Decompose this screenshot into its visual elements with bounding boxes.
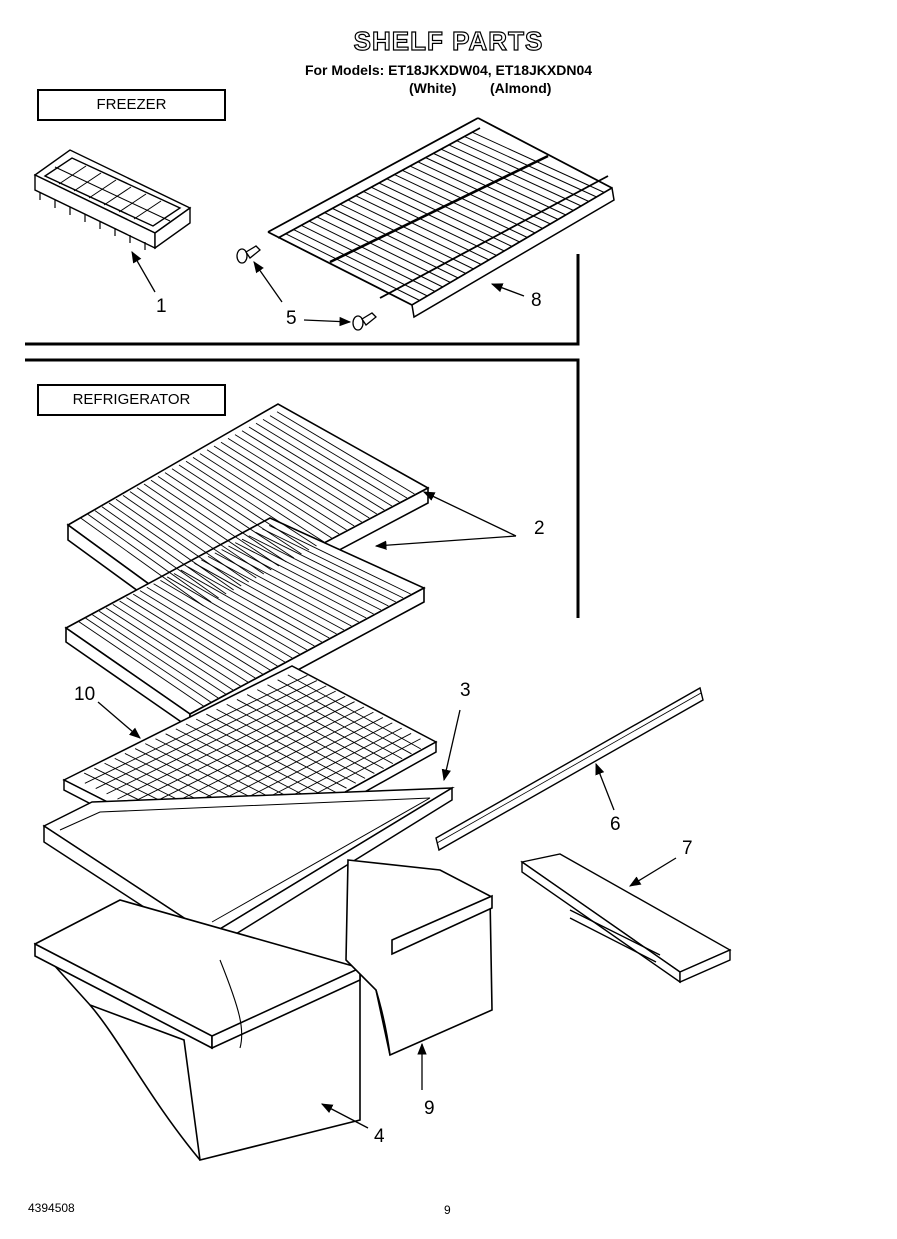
- variant-almond: (Almond): [490, 80, 552, 96]
- footer-page-number: 9: [444, 1203, 451, 1217]
- page-title: SHELF PARTS: [353, 25, 544, 56]
- callout-9: 9: [424, 1098, 435, 1119]
- variant-white: (White): [409, 80, 457, 96]
- callout-1: 1: [156, 296, 167, 317]
- refrigerator-label-box: REFRIGERATOR: [37, 384, 226, 416]
- large-crisper-drawer: [33, 899, 361, 1161]
- models-line: For Models: ET18JKXDW04, ET18JKXDN04: [304, 62, 593, 78]
- callout-5: 5: [286, 308, 297, 329]
- callout-4: 4: [374, 1126, 385, 1147]
- trim-strip: [435, 686, 704, 852]
- leader-lines: [97, 250, 677, 1129]
- callout-2: 2: [534, 518, 545, 539]
- freezer-wire-shelf: [267, 117, 615, 319]
- callout-7: 7: [682, 838, 693, 859]
- cover-assembly: [520, 853, 732, 984]
- ice-tray: [33, 149, 192, 250]
- refrigerator-shelves: [64, 403, 430, 730]
- section-dividers: [25, 254, 580, 618]
- small-crisper-drawer: [345, 859, 493, 1057]
- footer-part-number: 4394508: [28, 1201, 75, 1215]
- freezer-label-box: FREEZER: [37, 89, 226, 121]
- callout-8: 8: [531, 290, 542, 311]
- callout-6: 6: [610, 814, 621, 835]
- shelf-supports: [236, 245, 377, 331]
- callout-3: 3: [460, 680, 471, 701]
- callout-10: 10: [74, 684, 96, 705]
